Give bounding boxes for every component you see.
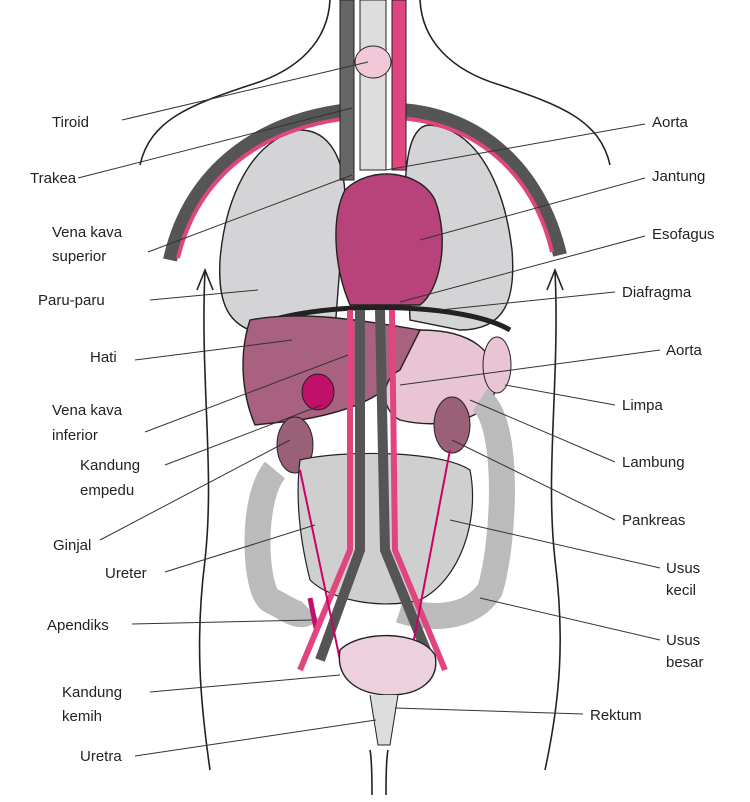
label-vena-kava-superior-2: superior	[52, 248, 106, 265]
left-lung	[218, 129, 346, 336]
label-apendiks: Apendiks	[47, 617, 109, 634]
label-kandung-kemih-2: kemih	[62, 708, 102, 725]
label-hati: Hati	[90, 349, 117, 366]
appendix	[307, 597, 319, 629]
label-kandung-empedu-2: empedu	[80, 482, 134, 499]
bladder	[338, 634, 437, 696]
label-uretra: Uretra	[80, 748, 122, 765]
label-kandung-empedu-1: Kandung	[80, 457, 140, 474]
thyroid	[354, 45, 392, 79]
label-rektum: Rektum	[590, 707, 642, 724]
label-pankreas: Pankreas	[622, 512, 685, 529]
label-diafragma: Diafragma	[622, 284, 692, 301]
neck-vessel-right	[391, 0, 407, 171]
label-aorta-top: Aorta	[652, 114, 689, 131]
label-kandung-kemih-1: Kandung	[62, 684, 122, 701]
abdominal-aorta	[315, 309, 435, 662]
ureters	[299, 449, 451, 661]
label-usus-besar-1: Usus	[666, 632, 700, 649]
spleen	[482, 336, 512, 394]
label-jantung: Jantung	[652, 168, 705, 185]
label-limpa: Limpa	[622, 397, 664, 414]
label-paru-paru: Paru-paru	[38, 292, 105, 309]
label-aorta-abdominal: Aorta	[666, 342, 703, 359]
trachea	[359, 0, 387, 171]
body-outline	[139, 0, 611, 796]
label-vena-kava-superior-1: Vena kava	[52, 224, 123, 241]
label-lambung: Lambung	[622, 454, 685, 471]
pink-artery-arch	[176, 116, 554, 259]
aorta-arch	[163, 103, 567, 262]
label-esofagus: Esofagus	[652, 226, 715, 243]
label-tiroid: Tiroid	[52, 114, 89, 131]
leader-lines	[77, 61, 661, 757]
right-kidney	[433, 396, 471, 454]
label-vena-kava-inferior-2: inferior	[52, 427, 98, 444]
label-ginjal: Ginjal	[53, 537, 91, 554]
large-intestine	[244, 389, 515, 629]
abdominal-artery	[297, 309, 448, 672]
label-trakea: Trakea	[30, 170, 77, 187]
label-ureter: Ureter	[105, 565, 147, 582]
gallbladder	[301, 373, 335, 411]
label-vena-kava-inferior-1: Vena kava	[52, 402, 123, 419]
label-usus-kecil-1: Usus	[666, 560, 700, 577]
label-usus-besar-2: besar	[666, 654, 704, 671]
heart	[335, 173, 443, 306]
label-usus-kecil-2: kecil	[666, 582, 696, 599]
neck-vessel-left	[339, 0, 355, 181]
